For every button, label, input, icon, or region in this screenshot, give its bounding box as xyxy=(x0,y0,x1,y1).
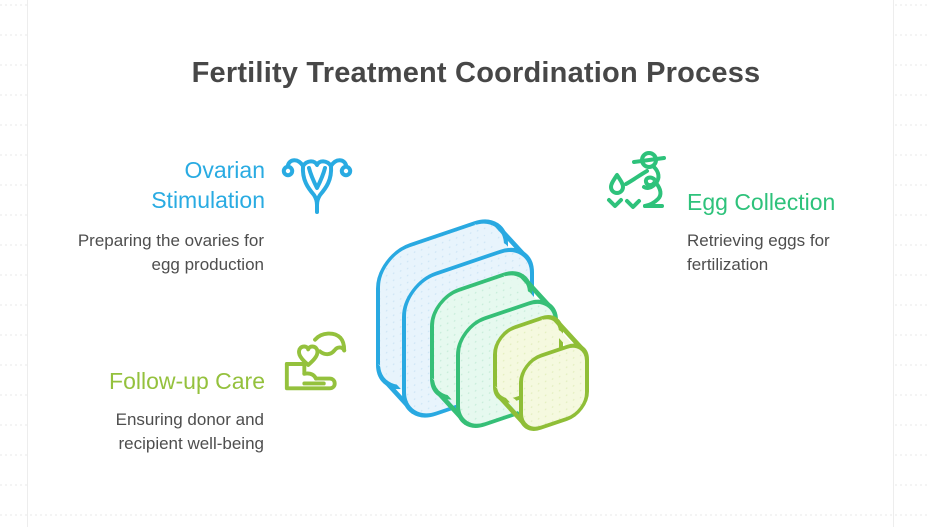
ovarian-stimulation-label: Ovarian Stimulation xyxy=(151,157,265,213)
follow-up-care-label: Follow-up Care xyxy=(109,368,265,394)
egg-collection-label: Egg Collection xyxy=(687,189,836,215)
egg-harvest-person-icon xyxy=(604,146,676,218)
hand-giving-heart-icon xyxy=(281,329,351,399)
ovarian-stimulation-description: Preparing the ovaries for egg production xyxy=(77,231,264,274)
egg-collection-description: Retrieving eggs for fertilization xyxy=(687,231,830,274)
page-title: Fertility Treatment Coordination Process xyxy=(191,57,761,89)
follow-up-care-description: Ensuring donor and recipient well-being xyxy=(115,410,264,453)
olive-layer xyxy=(493,315,589,431)
uterus-icon xyxy=(281,147,353,219)
layer-stack-graphic xyxy=(376,219,589,431)
